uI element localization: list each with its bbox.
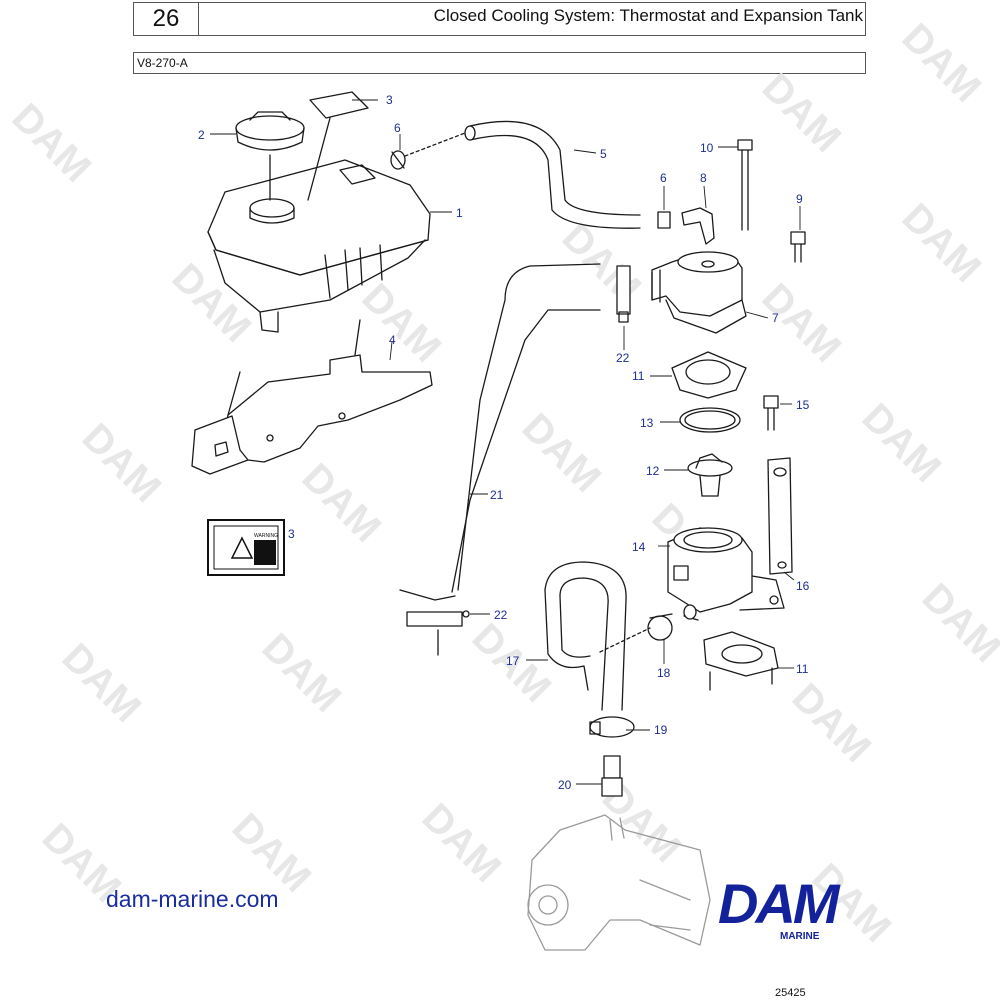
callout-2: 2 (198, 128, 205, 142)
watermark: DAM (164, 255, 260, 351)
callout-11: 11 (632, 369, 645, 383)
callout-20: 20 (558, 778, 572, 792)
callout-6: 6 (660, 171, 667, 185)
header-row: 26 Closed Cooling System: Thermostat and… (133, 2, 866, 36)
brand-logo: DAM (718, 872, 840, 935)
watermark: DAM (914, 575, 1000, 671)
watermark: DAM (74, 415, 170, 511)
callout-8: 8 (700, 171, 707, 185)
callout-16: 16 (796, 579, 810, 593)
thermostat-body-14 (667, 527, 785, 621)
callout-10: 10 (700, 141, 714, 155)
hose-17 (544, 561, 651, 711)
model-row: V8-270-A (133, 52, 866, 74)
callout-3: 3 (288, 527, 295, 541)
hose-5 (404, 120, 641, 229)
hose-clamp-18 (647, 613, 673, 641)
callout-3: 3 (386, 93, 393, 107)
callout-17: 17 (506, 654, 520, 668)
seal-ring-13 (679, 407, 741, 433)
warning-label-box: WARNING (207, 519, 285, 576)
hose-clamp-22 (616, 265, 631, 323)
watermark: DAM (414, 795, 510, 891)
watermark: DAM (894, 195, 990, 291)
model-code: V8-270-A (137, 56, 188, 70)
brand-subtitle: MARINE (780, 931, 820, 942)
hose-clamp (390, 150, 406, 170)
leader-lines (210, 99, 801, 785)
watermark: DAM (894, 15, 990, 111)
callout-5: 5 (600, 147, 607, 161)
callout-7: 7 (772, 311, 779, 325)
page-title: Closed Cooling System: Thermostat and Ex… (433, 6, 863, 25)
gasket-11b (703, 631, 779, 691)
water-pump (527, 814, 711, 951)
watermark: DAM (294, 455, 390, 551)
callout-21: 21 (490, 488, 504, 502)
callout-18: 18 (657, 666, 671, 680)
callout-11: 11 (796, 662, 809, 676)
watermark: DAM (754, 275, 850, 371)
callout-9: 9 (796, 192, 803, 206)
thermostat-12 (687, 453, 733, 497)
watermark: DAM (354, 275, 450, 371)
watermark: DAM (784, 675, 880, 771)
callout-labels: 1 2 3 4 5 6 6 8 10 9 7 22 11 13 12 14 15… (198, 93, 810, 792)
watermark: DAM (754, 65, 850, 161)
bracket-16 (767, 457, 793, 575)
watermark: DAM (54, 635, 150, 731)
hose-clamp-19 (589, 716, 635, 738)
hose-clamp-22b (406, 610, 470, 627)
watermark: DAM (514, 405, 610, 501)
watermark: DAM (554, 215, 650, 311)
gasket-11 (671, 351, 747, 399)
bolt-10 (737, 139, 753, 231)
watermark-layer: DAM DAM DAM DAM DAM DAM DAM DAM DAM DAM … (4, 15, 1000, 951)
thermostat-housing (651, 251, 747, 334)
diagram-id: 25425 (775, 987, 806, 999)
bolt-15 (763, 395, 779, 431)
callout-19: 19 (654, 723, 668, 737)
hose-21 (399, 263, 601, 656)
callout-22: 22 (494, 608, 508, 622)
elbow-fitting (657, 207, 715, 245)
callout-14: 14 (632, 540, 646, 554)
watermark: DAM (254, 625, 350, 721)
mounting-bracket-4 (191, 319, 433, 475)
watermark: DAM (4, 95, 100, 191)
warning-text: WARNING (254, 533, 278, 539)
page-number: 26 (134, 3, 199, 35)
callout-12: 12 (646, 464, 660, 478)
warning-decal (307, 91, 369, 201)
site-url: dam-marine.com (106, 886, 279, 912)
fitting-20 (601, 755, 623, 797)
filler-cap (235, 111, 305, 201)
callout-4: 4 (389, 333, 396, 347)
callout-6: 6 (394, 121, 401, 135)
warning-triangle-icon (230, 536, 254, 559)
expansion-tank (207, 159, 431, 333)
bolt-9 (790, 231, 806, 263)
callout-1: 1 (456, 206, 463, 220)
callout-22: 22 (616, 351, 630, 365)
callout-13: 13 (640, 416, 654, 430)
callout-15: 15 (796, 398, 810, 412)
watermark: DAM (854, 395, 950, 491)
